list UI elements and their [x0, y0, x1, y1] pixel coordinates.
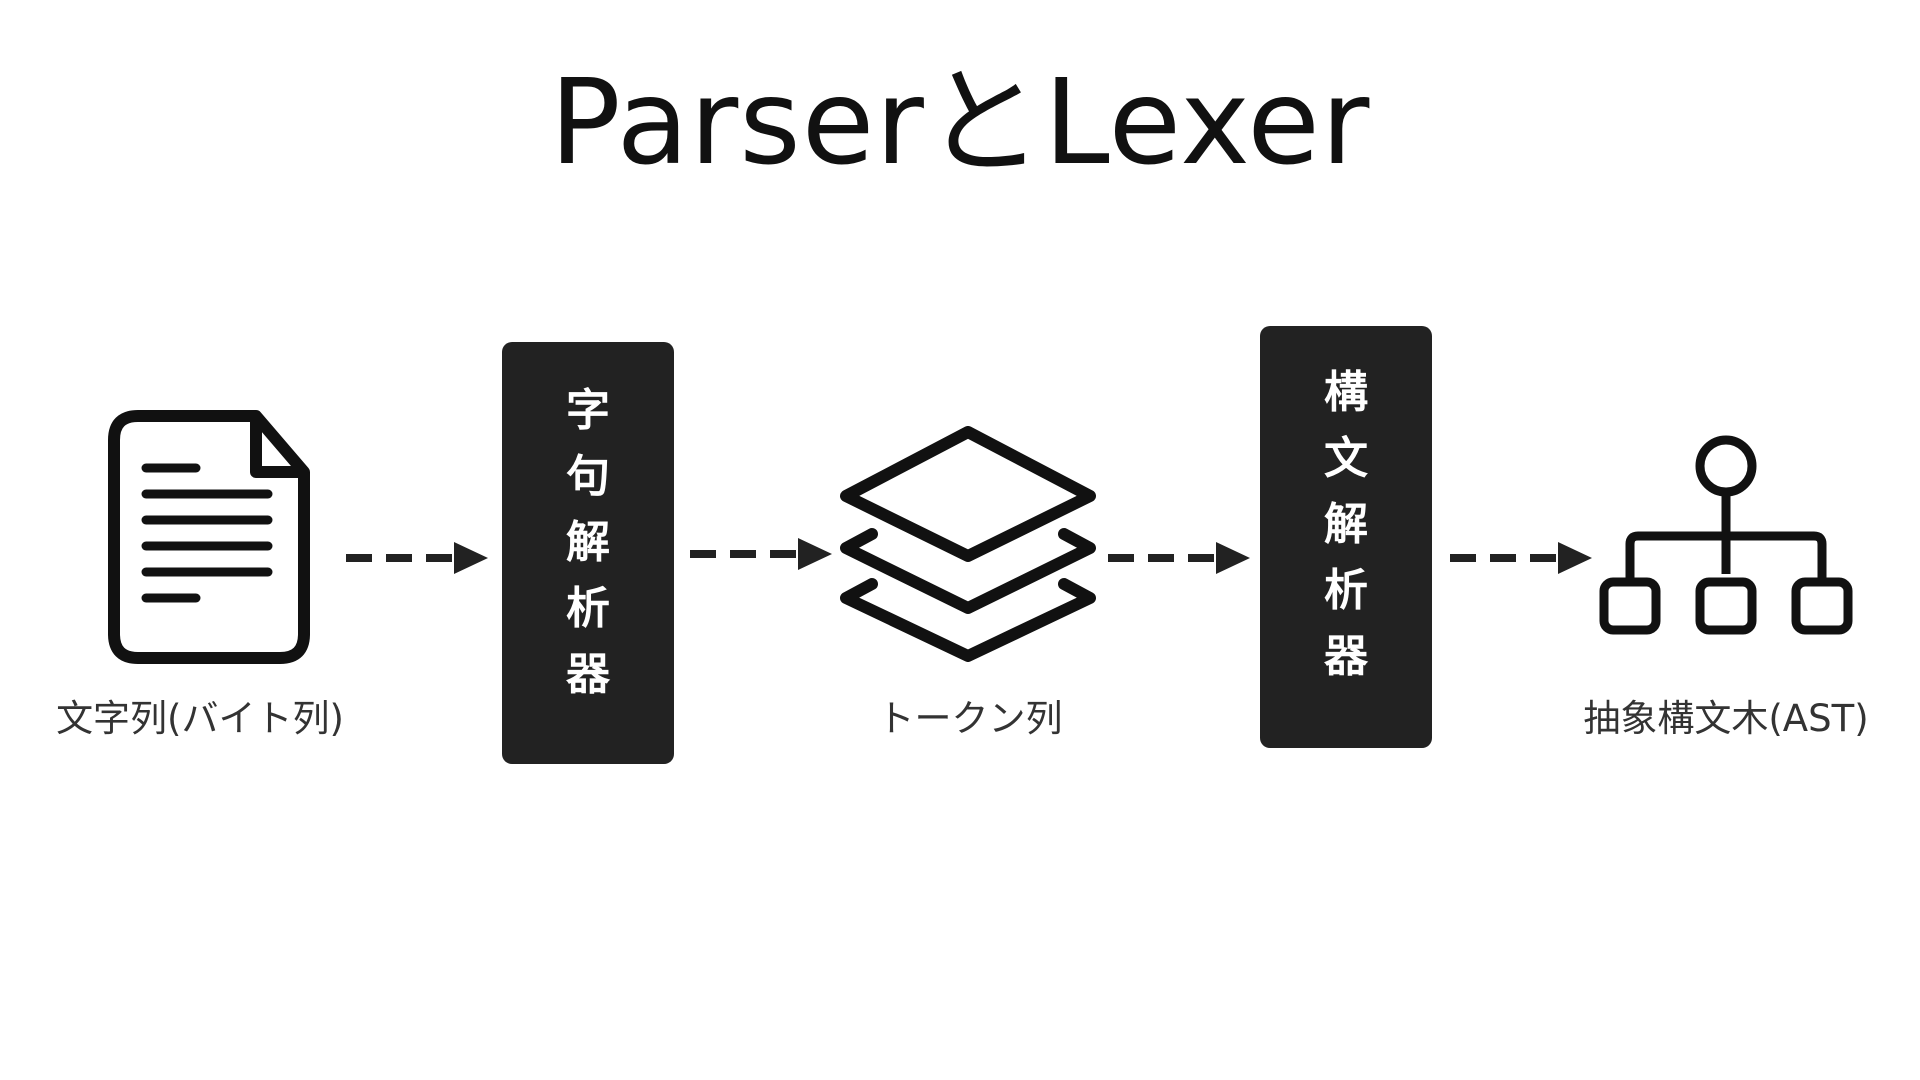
input-label: 文字列(バイト列): [56, 697, 344, 740]
parser-char: 析: [1324, 565, 1368, 616]
lexer-char: 句: [566, 451, 610, 502]
arrow-tokens-to-parser: [1108, 542, 1250, 574]
parser-char: 構: [1324, 367, 1368, 418]
ast-label: 抽象構文木(AST): [1583, 697, 1869, 740]
lexer-char: 解: [566, 517, 610, 568]
lexer-char: 字: [566, 385, 610, 436]
tokens-label: トークン列: [877, 697, 1063, 740]
lexer-box: 字 句 解 析 器: [502, 342, 674, 764]
arrow-lexer-to-tokens: [690, 538, 832, 570]
arrow-parser-to-ast: [1450, 542, 1592, 574]
lexer-char: 器: [566, 649, 610, 700]
arrow-input-to-lexer: [346, 542, 488, 574]
tree-icon: [1599, 435, 1853, 635]
document-icon: [108, 410, 310, 664]
parser-char: 器: [1324, 631, 1368, 682]
parser-char: 文: [1324, 433, 1368, 484]
lexer-char: 析: [566, 583, 610, 634]
diagram-title: ParserとLexer: [549, 53, 1371, 191]
layers-icon: [840, 426, 1096, 662]
parser-box: 構 文 解 析 器: [1260, 326, 1432, 748]
parser-char: 解: [1324, 499, 1368, 550]
